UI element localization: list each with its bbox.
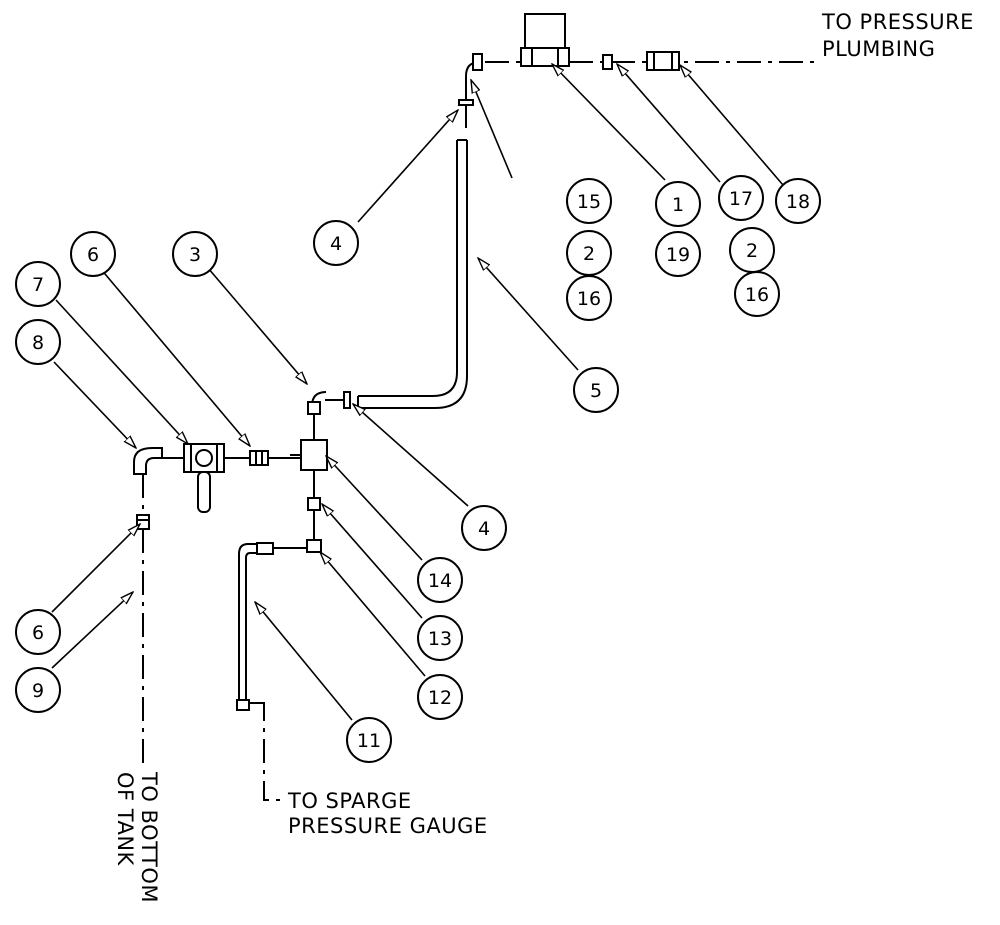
leaders: [51, 64, 784, 721]
svg-text:11: 11: [357, 730, 381, 752]
manifold: [133, 391, 328, 553]
nipple-6-upper: [249, 450, 269, 466]
callout-3: 3: [172, 231, 218, 277]
svg-text:19: 19: [666, 244, 690, 266]
callout-6: 6: [15, 609, 61, 655]
note-to-pressure-1: TO PRESSURE: [821, 10, 974, 34]
fitting-11-bottom: [236, 699, 250, 711]
callout-8: 8: [15, 319, 61, 365]
callouts: 15 2 16 1 19 17 2 16 18 4 5 3 6 7 8 4 14…: [15, 175, 821, 763]
svg-text:6: 6: [87, 244, 99, 266]
note-to-sparge-1: TO SPARGE: [287, 789, 412, 813]
svg-text:4: 4: [330, 233, 342, 255]
svg-text:4: 4: [478, 518, 490, 540]
svg-text:12: 12: [428, 687, 452, 709]
callout-15: 15: [566, 178, 612, 224]
part-1-base: [520, 47, 570, 67]
callout-12: 12: [417, 674, 463, 720]
svg-text:16: 16: [745, 284, 769, 306]
svg-text:18: 18: [786, 191, 810, 213]
callout-13: 13: [417, 615, 463, 661]
riser-pipe: [325, 99, 474, 409]
tank-drop: [136, 474, 150, 765]
svg-text:1: 1: [672, 194, 684, 216]
fitting-11-top: [256, 542, 274, 555]
part-1-body: [524, 13, 566, 49]
callout-6: 6: [70, 231, 116, 277]
svg-text:9: 9: [32, 680, 44, 702]
callout-4: 4: [313, 220, 359, 266]
tee-14: [300, 439, 328, 471]
svg-text:16: 16: [577, 288, 601, 310]
svg-text:14: 14: [428, 570, 452, 592]
callout-4: 4: [461, 505, 507, 551]
callout-2: 2: [729, 227, 775, 273]
callout-5: 5: [573, 367, 619, 413]
svg-text:15: 15: [577, 191, 601, 213]
svg-text:8: 8: [32, 332, 44, 354]
notes: TO PRESSURE PLUMBING TO SPARGE PRESSURE …: [113, 10, 974, 903]
svg-text:6: 6: [32, 622, 44, 644]
sparge-tubing: [236, 542, 307, 801]
fitting-17: [602, 54, 613, 70]
svg-text:17: 17: [729, 188, 753, 210]
street-elbow-8: [133, 447, 163, 475]
callout-18: 18: [775, 178, 821, 224]
callout-14: 14: [417, 557, 463, 603]
callout-16: 16: [566, 275, 612, 321]
callout-16: 16: [734, 271, 780, 317]
fitting-15: [472, 53, 483, 71]
callout-7: 7: [15, 261, 61, 307]
callout-1: 1: [655, 181, 701, 227]
note-to-sparge-2: PRESSURE GAUGE: [288, 814, 488, 838]
nipple-6-lower: [136, 514, 150, 530]
note-to-bottom-2: OF TANK: [113, 772, 137, 867]
svg-text:13: 13: [428, 628, 452, 650]
pipe-5-inner: [358, 140, 468, 409]
svg-text:3: 3: [189, 244, 201, 266]
fitting-4-lower: [343, 391, 351, 409]
svg-text:7: 7: [32, 274, 44, 296]
callout-19: 19: [655, 231, 701, 277]
fitting-12: [306, 539, 322, 553]
svg-text:5: 5: [590, 380, 602, 402]
centerline-sparge: [258, 702, 282, 801]
svg-text:2: 2: [746, 240, 758, 262]
note-to-pressure-2: PLUMBING: [822, 37, 935, 61]
svg-text:2: 2: [583, 243, 595, 265]
callout-9: 9: [15, 667, 61, 713]
callout-2: 2: [566, 230, 612, 276]
pipe-5-outer: [358, 140, 458, 397]
fitting-13: [307, 497, 321, 511]
callout-17: 17: [718, 175, 764, 221]
callout-11: 11: [346, 717, 392, 763]
note-to-bottom-1: TO BOTTOM: [137, 771, 161, 903]
top-pressure-run: [465, 13, 820, 102]
valve-handle-7: [197, 471, 211, 513]
elbow-3-fitting: [307, 401, 321, 415]
coupling-18: [646, 51, 680, 71]
fitting-4-top: [458, 99, 474, 106]
